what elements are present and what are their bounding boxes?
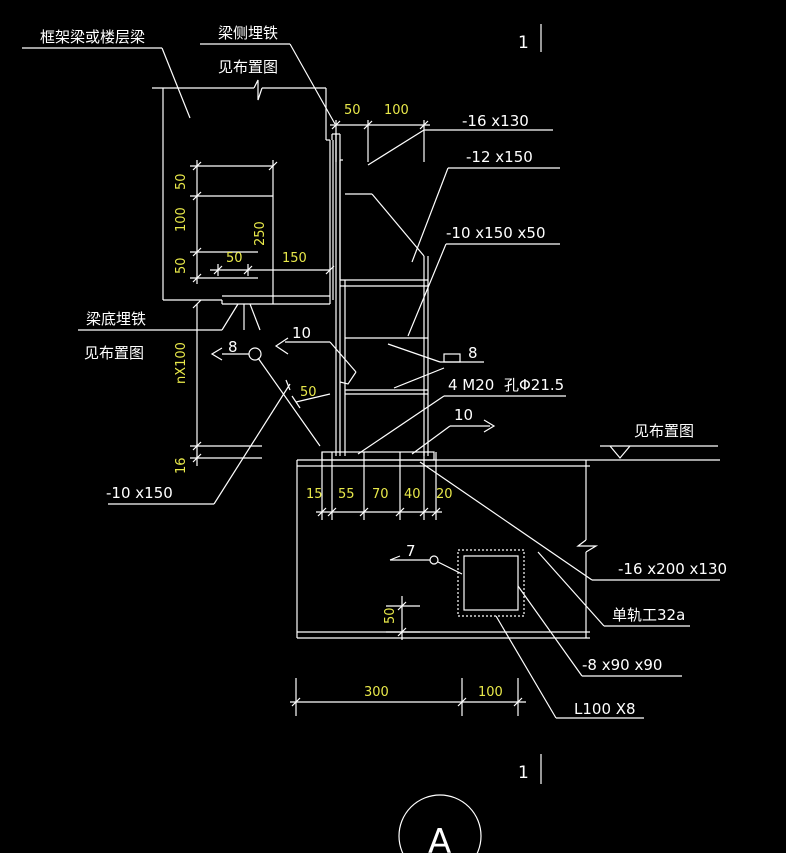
dim-50-vert-a: 50 xyxy=(174,173,189,190)
plate-10x150x50-label: -10 x150 x50 xyxy=(446,224,546,242)
bolts-label: 4 M20 xyxy=(448,376,494,394)
plate-8x90x90-label: -8 x90 x90 xyxy=(582,656,662,674)
annotations: 框架梁或楼层梁 梁侧埋铁 见布置图 梁底埋铁 见布置图 见布置图 -16 x13… xyxy=(40,24,727,853)
dim-40: 40 xyxy=(404,487,421,502)
weld-7: 7 xyxy=(406,542,416,560)
dim-250-vert: 250 xyxy=(253,221,268,246)
frame-beam-label: 框架梁或楼层梁 xyxy=(40,28,145,46)
dim-100-bottom: 100 xyxy=(478,685,503,700)
monorail-label: 单轨工32a xyxy=(612,606,685,624)
dim-15: 15 xyxy=(306,487,323,502)
plate-10x150-label: -10 x150 xyxy=(106,484,173,502)
dim-50-top: 50 xyxy=(344,103,361,118)
dim-50-low: 50 xyxy=(383,607,398,624)
bottom-embed-label: 梁底埋铁 xyxy=(86,310,146,328)
hole-label: 孔Φ21.5 xyxy=(504,376,564,394)
dim-16: 16 xyxy=(174,457,189,474)
dim-100-top: 100 xyxy=(384,103,409,118)
plate-16x130-label: -16 x130 xyxy=(462,112,529,130)
sheet-mark-bottom: 1 xyxy=(518,763,529,783)
dim-50-gusset: 50 xyxy=(300,385,317,400)
dim-50-vert-b: 50 xyxy=(174,257,189,274)
dim-100-vert: 100 xyxy=(174,207,189,232)
weld-10-lower: 10 xyxy=(454,406,473,424)
see-layout-label-3: 见布置图 xyxy=(634,422,694,440)
sheet-mark-top: 1 xyxy=(518,33,529,53)
see-layout-label: 见布置图 xyxy=(218,58,278,76)
side-embed-label: 梁侧埋铁 xyxy=(218,24,278,42)
drawing-linework xyxy=(22,24,720,853)
plate-12x150-label: -12 x150 xyxy=(466,148,533,166)
weld-8-left: 8 xyxy=(228,338,238,356)
dim-20: 20 xyxy=(436,487,453,502)
weld-8-right: 8 xyxy=(468,344,478,362)
dim-nx100: nX100 xyxy=(174,342,189,384)
angle-label: L100 X8 xyxy=(574,700,636,718)
section-mark: A xyxy=(428,822,451,853)
weld-10-upper: 10 xyxy=(292,324,311,342)
dim-55: 55 xyxy=(338,487,355,502)
dim-70: 70 xyxy=(372,487,389,502)
dim-50-horiz: 50 xyxy=(226,251,243,266)
dim-300: 300 xyxy=(364,685,389,700)
dim-150-horiz: 150 xyxy=(282,251,307,266)
plate-16x200x130-label: -16 x200 x130 xyxy=(618,560,727,578)
see-layout-label-2: 见布置图 xyxy=(84,344,144,362)
